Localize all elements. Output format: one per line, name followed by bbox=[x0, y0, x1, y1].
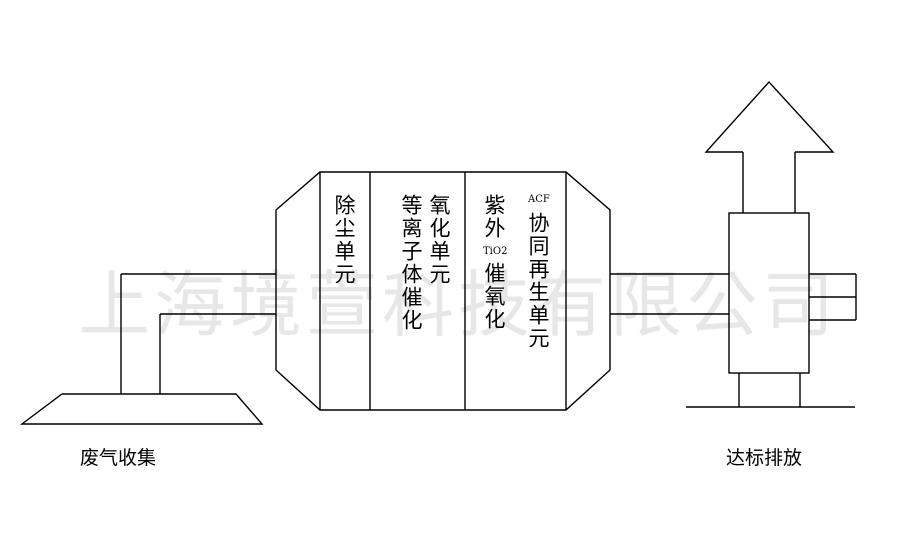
acf-unit-tag: ACF bbox=[528, 194, 550, 205]
uv-unit-line1: 紫外 bbox=[482, 194, 506, 240]
reactor-housing bbox=[275, 171, 611, 411]
acf-unit: 协同再生单元 bbox=[526, 212, 550, 350]
discharge-label: 达标排放 bbox=[726, 447, 803, 469]
exhaust-stack bbox=[728, 212, 810, 374]
dust-removal-unit: 除尘单元 bbox=[332, 194, 356, 286]
collection-hood bbox=[19, 393, 264, 425]
plasma-unit-line2: 等离子体催化 bbox=[399, 194, 423, 332]
discharge-arrow bbox=[704, 80, 835, 153]
plasma-unit-line1: 氧化单元 bbox=[427, 194, 451, 286]
collection-label: 废气收集 bbox=[80, 447, 157, 469]
watermark: 上海境萱科技有限公司 bbox=[78, 263, 839, 347]
uv-unit-tag: TiO2 bbox=[483, 246, 508, 257]
uv-unit-line2: 催氧化 bbox=[482, 262, 506, 331]
